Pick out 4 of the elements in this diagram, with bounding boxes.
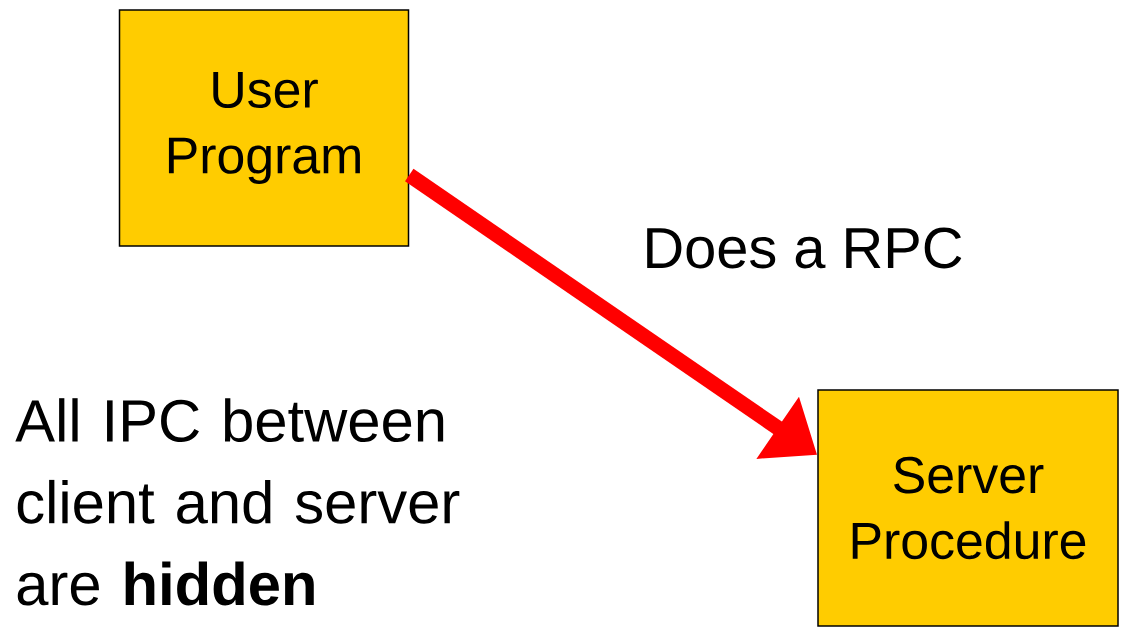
process-box: User Program [118, 9, 410, 247]
note-text: All IPC between client and server are hidden [15, 398, 460, 606]
edge-label: Does a RPC [640, 225, 966, 271]
process-box: Server Procedure [817, 389, 1119, 627]
